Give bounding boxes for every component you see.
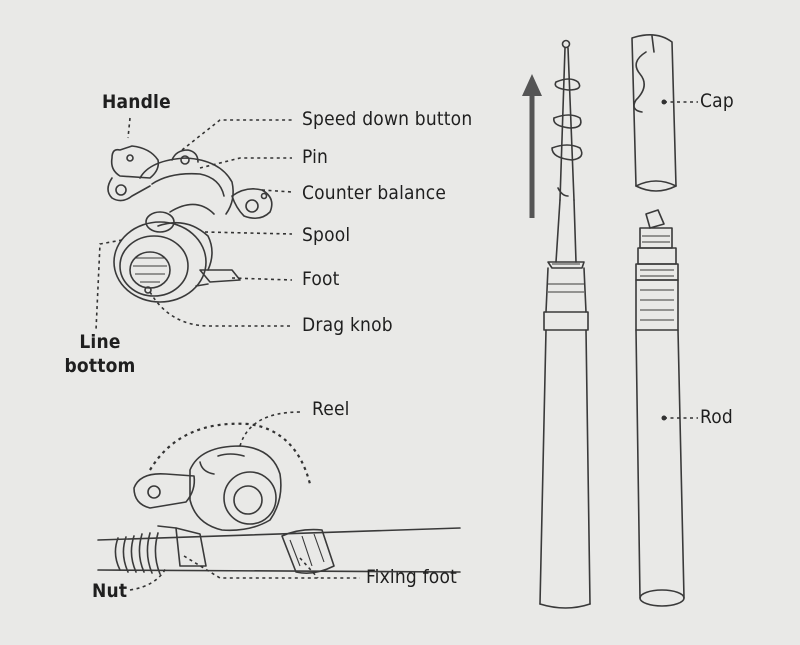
- pen-rod-leader-lines: [661, 99, 698, 421]
- pen-rod-drawing: [631, 34, 685, 607]
- line-bottom-label-line2: bottom: [64, 355, 136, 377]
- fixing-foot-label: Fixing foot: [366, 566, 458, 588]
- cap-label: Cap: [700, 90, 734, 112]
- counter-balance-label: Counter balance: [302, 182, 447, 204]
- foot-label: Foot: [302, 268, 340, 290]
- line-bottom-label: Line bottom: [64, 330, 136, 378]
- reel-label: Reel: [312, 398, 350, 420]
- line-bottom-label-line1: Line: [79, 331, 121, 353]
- reel-on-rod-drawing: [97, 422, 461, 575]
- nut-label: Nut: [92, 580, 128, 602]
- handle-label: Handle: [102, 91, 171, 113]
- telescopic-rod-drawing: [522, 39, 591, 609]
- rod-label: Rod: [700, 406, 733, 428]
- speed-down-button-label: Speed down button: [302, 108, 473, 130]
- reel-rod-leader-lines: [129, 411, 360, 591]
- reel-leader-lines: [95, 117, 293, 331]
- drag-knob-label: Drag knob: [302, 314, 393, 336]
- pin-label: Pin: [302, 146, 329, 168]
- spool-label: Spool: [302, 224, 351, 246]
